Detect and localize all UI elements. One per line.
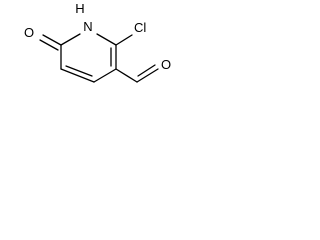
bond-n1-c2 bbox=[96, 33, 117, 46]
atom-label-chlorine: Cl bbox=[134, 20, 146, 35]
bond-c4-c5 bbox=[60, 68, 95, 83]
atom-label-nitrogen: N bbox=[83, 19, 92, 34]
bond-cho-o-second bbox=[137, 64, 156, 77]
bond-cho-o bbox=[136, 68, 159, 83]
bond-c2-cl bbox=[115, 34, 133, 46]
atom-label-aldehyde-oxygen: O bbox=[161, 57, 171, 72]
bond-c6-n1 bbox=[60, 33, 81, 46]
atom-label-ketone-oxygen: O bbox=[24, 25, 34, 40]
atom-label-nitrogen-hydrogen: H bbox=[75, 1, 84, 16]
bond-c3-c4 bbox=[93, 68, 117, 83]
bond-c4-c5-inner bbox=[65, 65, 93, 77]
bond-c6-o-ketone-second bbox=[39, 39, 59, 51]
bond-c3-cho bbox=[115, 68, 138, 83]
bond-c6-o-ketone bbox=[42, 34, 62, 46]
chemical-structure: O H N Cl O bbox=[24, 1, 171, 83]
